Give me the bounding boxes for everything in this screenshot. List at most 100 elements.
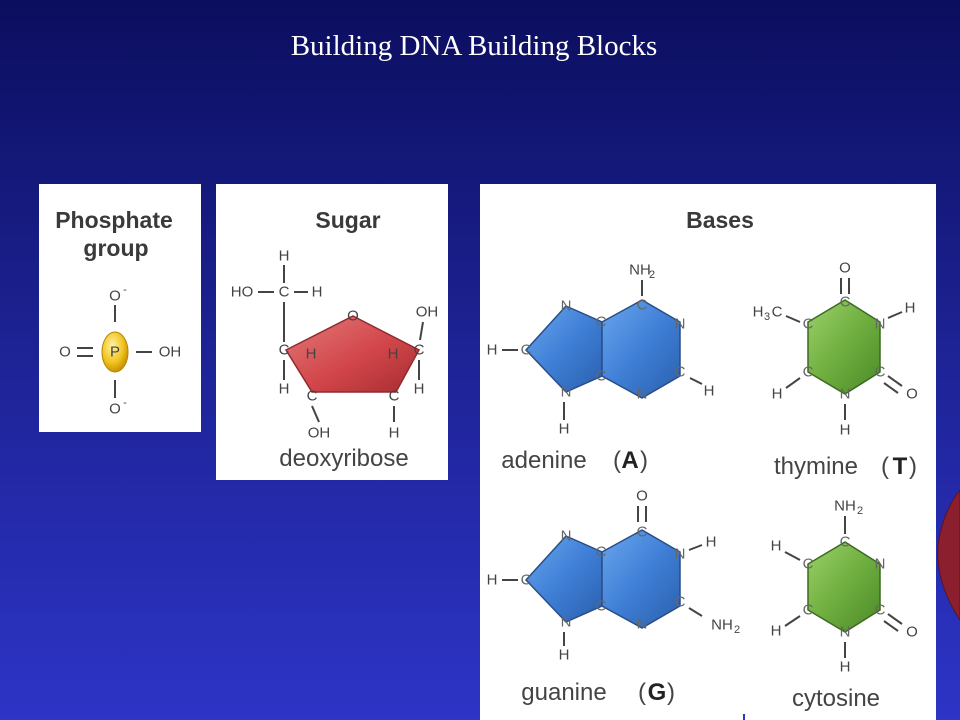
thymine-double-bond-o2-a xyxy=(887,375,903,387)
guanine-paren-open: ( xyxy=(638,679,646,706)
sugar-h1: H xyxy=(414,381,425,398)
sugar-h-ring-right: H xyxy=(388,346,399,363)
cytosine-c6: C xyxy=(803,602,814,619)
thymine-paren-open: ( xyxy=(881,453,889,480)
cytosine-double-bond-o2-b xyxy=(883,620,899,632)
sugar-h-top: H xyxy=(279,248,290,265)
guanine-six-ring xyxy=(601,529,681,629)
guanine-nh2-sub: 2 xyxy=(734,624,740,636)
phosphate-atom-oh: OH xyxy=(159,344,182,361)
panel-gap xyxy=(743,714,745,720)
thymine-h3c: H xyxy=(753,304,764,321)
guanine-o6: O xyxy=(636,488,648,505)
thymine-c5: C xyxy=(803,316,814,333)
bases-heading: Bases xyxy=(686,207,754,233)
adenine-nh2: NH xyxy=(629,262,651,279)
guanine-five-ring xyxy=(524,535,603,623)
cytosine-n3: N xyxy=(875,556,886,573)
cytosine-c5: C xyxy=(803,556,814,573)
guanine-c4: C xyxy=(596,598,607,615)
slide-title: Building DNA Building Blocks xyxy=(290,30,658,62)
adenine-c8: C xyxy=(521,342,532,359)
adenine-h2: H xyxy=(704,383,715,400)
cytosine-c4: C xyxy=(840,534,851,551)
cytosine-double-bond-o2-a xyxy=(887,613,903,625)
thymine-n3: N xyxy=(875,316,886,333)
phosphorus-atom-shape xyxy=(101,331,129,373)
cytosine-h1: H xyxy=(840,659,851,676)
thymine-bond-h6 xyxy=(785,377,801,389)
sugar-c5: C xyxy=(279,284,290,301)
guanine-structure: O C N C N H H C C C NH 2 N N H guanine (… xyxy=(487,488,740,707)
guanine-nh2: NH xyxy=(711,617,733,634)
phosphate-charge-bottom: - xyxy=(123,397,127,409)
sugar-heading: Sugar xyxy=(315,207,380,233)
bases-panel: Bases NH 2 C N C N H C C C H N N H adeni… xyxy=(480,184,936,720)
sugar-c4: C xyxy=(279,342,290,359)
thymine-name: thymine xyxy=(774,453,858,480)
adenine-h9: H xyxy=(559,421,570,438)
thymine-h3c-c: C xyxy=(772,304,783,321)
sugar-name-deoxyribose: deoxyribose xyxy=(279,445,408,472)
adenine-n1: N xyxy=(675,316,686,333)
cytosine-h6: H xyxy=(771,623,782,640)
thymine-h6: H xyxy=(772,386,783,403)
guanine-letter: G xyxy=(648,679,667,706)
thymine-c2: C xyxy=(875,364,886,381)
sugar-bond-oh3 xyxy=(311,405,320,423)
thymine-h1: H xyxy=(840,422,851,439)
deoxyribose-diagram: Sugar H HO C H O OH C H C H H H C OH C H xyxy=(231,207,439,472)
thymine-o2: O xyxy=(906,386,918,403)
phosphate-atom-o-bottom: O xyxy=(109,401,121,418)
sugar-o-ring: O xyxy=(347,308,359,325)
sugar-c1: C xyxy=(414,342,425,359)
cytosine-n1: N xyxy=(840,624,851,641)
sugar-h5: H xyxy=(312,284,323,301)
guanine-c8: C xyxy=(521,572,532,589)
sugar-ring-shape xyxy=(284,315,421,393)
guanine-n9: N xyxy=(561,614,572,631)
thymine-n1: N xyxy=(840,386,851,403)
guanine-c5: C xyxy=(596,544,607,561)
phosphate-atom-o-left: O xyxy=(59,344,71,361)
thymine-paren-close: ) xyxy=(909,453,917,480)
thymine-h3: H xyxy=(905,300,916,317)
thymine-bond-methyl xyxy=(785,315,801,323)
adenine-n3: N xyxy=(637,386,648,403)
phosphate-heading-line1: Phosphate xyxy=(55,207,173,233)
thymine-structure: O C H 3 C C N H C H C O N H thymine ( T … xyxy=(753,260,918,481)
guanine-n7: N xyxy=(561,528,572,545)
adenine-letter: A xyxy=(621,447,638,474)
thymine-c4: C xyxy=(840,294,851,311)
adenine-paren-open: ( xyxy=(613,447,621,474)
adenine-six-ring xyxy=(601,299,681,399)
adenine-structure: NH 2 C N C N H C C C H N N H adenine ( A… xyxy=(487,262,715,475)
cytosine-c2: C xyxy=(875,602,886,619)
cytosine-h5: H xyxy=(771,538,782,555)
cytosine-o2: O xyxy=(906,624,918,641)
phosphate-atom-p: P xyxy=(110,344,120,361)
guanine-c6: C xyxy=(637,524,648,541)
adenine-n9: N xyxy=(561,384,572,401)
guanine-bond-nh2 xyxy=(688,607,703,617)
phosphate-group-diagram: Phosphate group O - O P OH O - xyxy=(55,207,182,418)
thymine-double-bond-o2-b xyxy=(883,382,899,394)
guanine-paren-close: ) xyxy=(667,679,675,706)
adenine-c4: C xyxy=(596,368,607,385)
adenine-nh2-sub: 2 xyxy=(649,269,655,281)
sugar-c2: C xyxy=(389,388,400,405)
guanine-n3: N xyxy=(637,616,648,633)
sugar-h4b: H xyxy=(279,381,290,398)
thymine-o4: O xyxy=(839,260,851,277)
adenine-c5: C xyxy=(596,314,607,331)
guanine-n1: N xyxy=(675,546,686,563)
thymine-c6: C xyxy=(803,364,814,381)
sugar-ho: HO xyxy=(231,284,254,301)
adenine-five-ring xyxy=(524,305,603,393)
sugar-h4a: H xyxy=(306,346,317,363)
offscreen-maroon-shape xyxy=(937,489,960,621)
thymine-bond-h3 xyxy=(887,311,903,319)
adenine-bond-h2 xyxy=(689,377,703,385)
thymine-letter: T xyxy=(893,453,908,480)
sugar-oh1: OH xyxy=(416,304,439,321)
